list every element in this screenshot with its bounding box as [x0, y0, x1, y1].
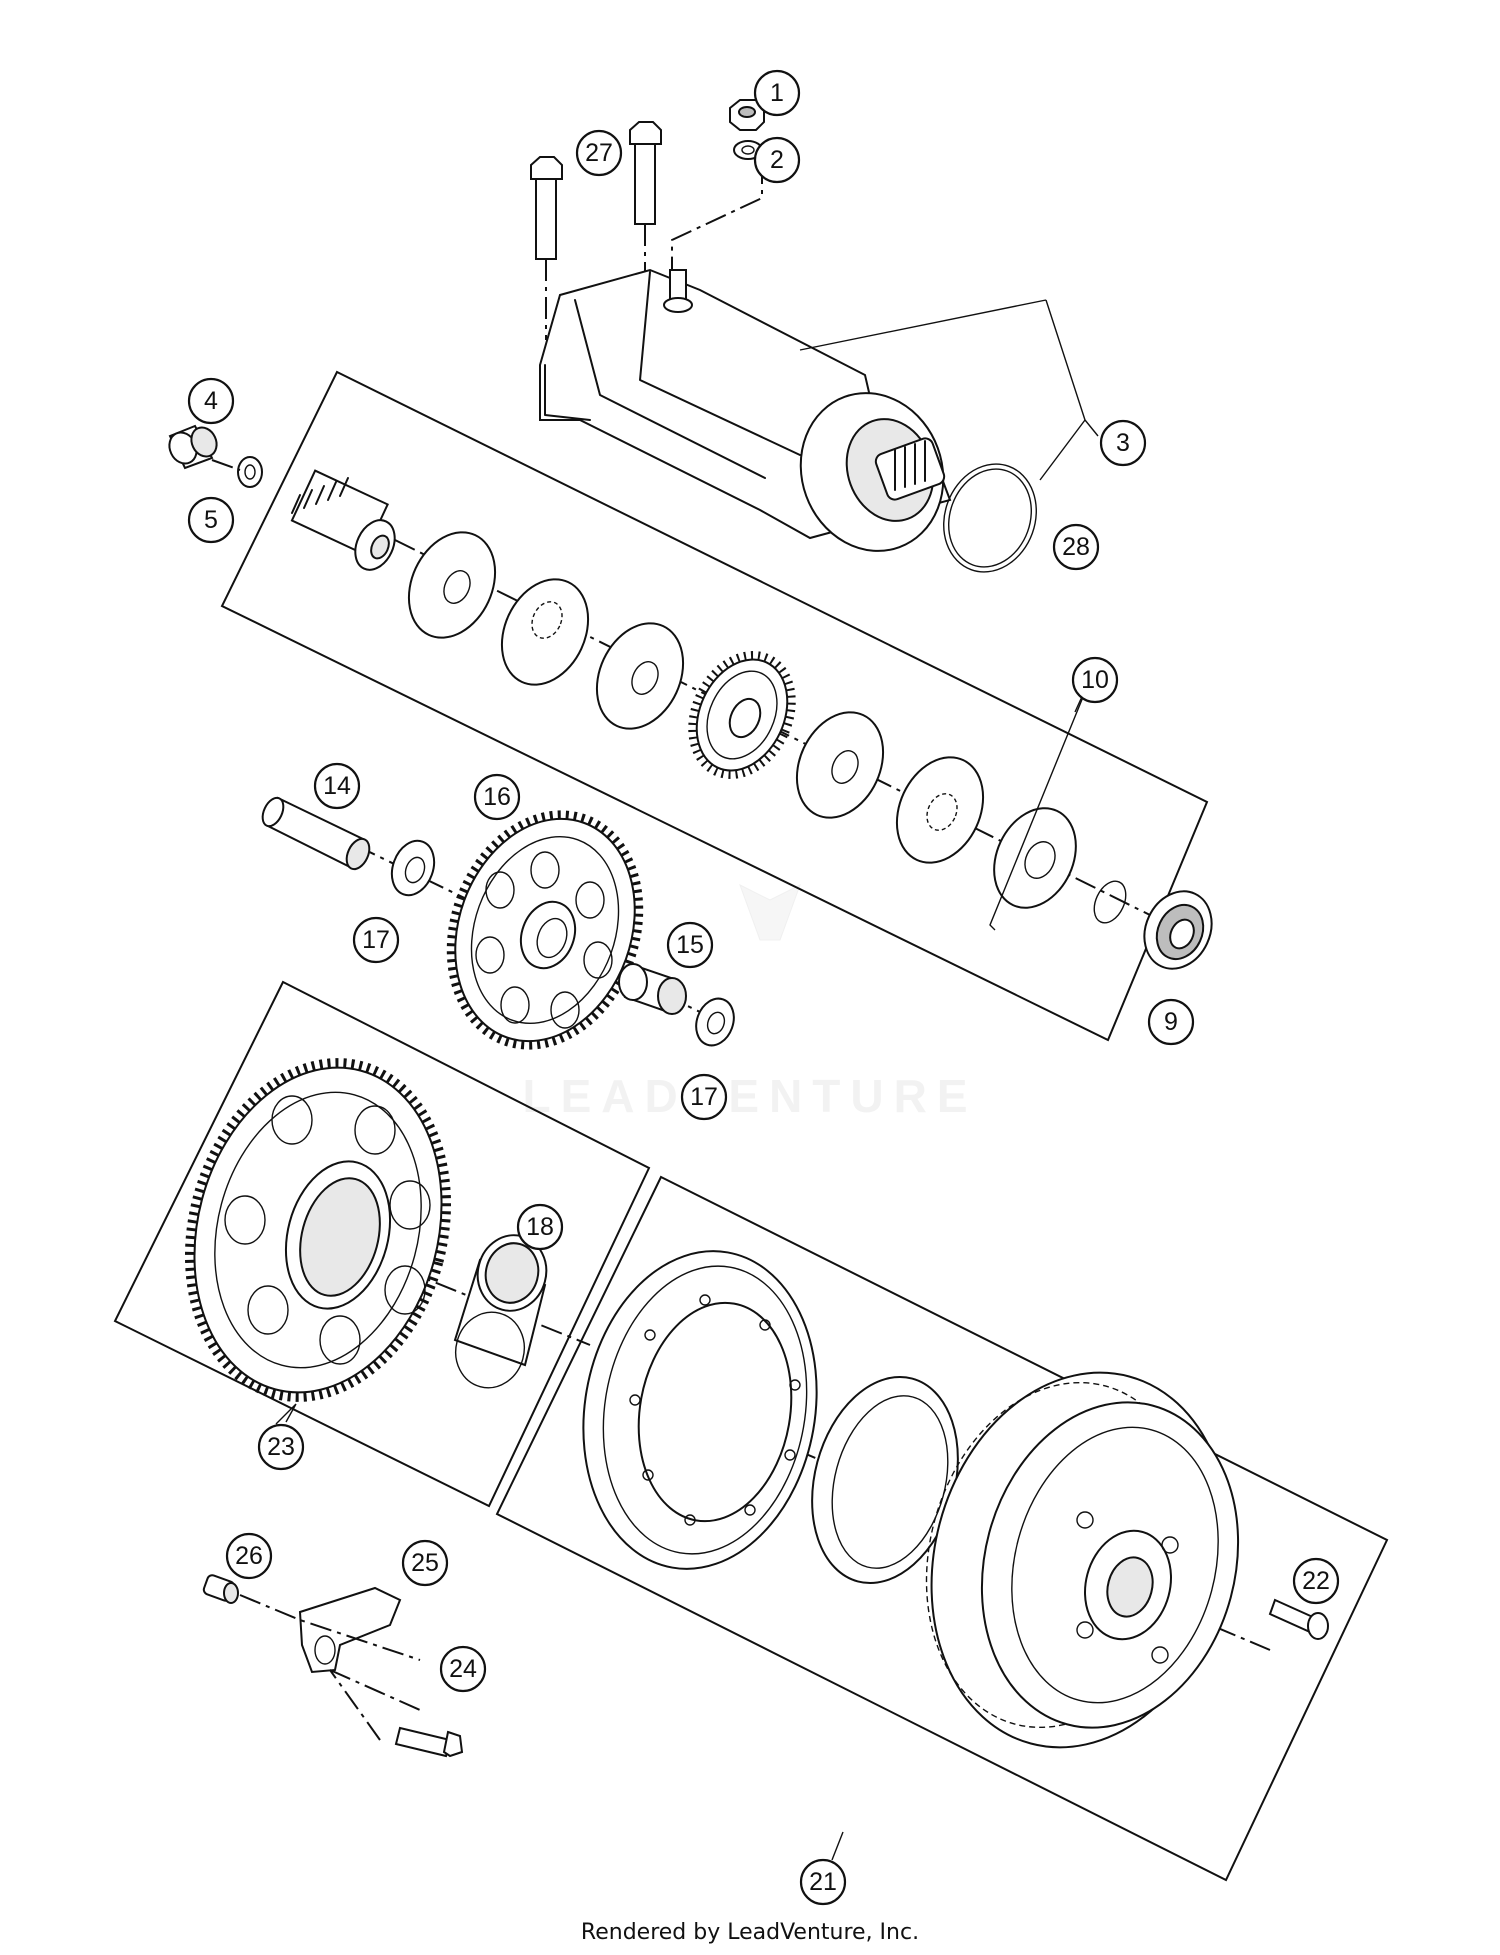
- group-frame-10: [220, 370, 1209, 1042]
- part-26-bushing: [202, 1574, 239, 1604]
- part-23-starter-gear: [184, 1058, 452, 1402]
- callout-3: 3: [1099, 419, 1147, 467]
- group-frame-23: [113, 980, 651, 1508]
- svg-text:5: 5: [204, 506, 218, 534]
- part-14-shaft: [261, 796, 371, 871]
- part-22-bolt: [1268, 1598, 1329, 1640]
- part-21-rotor: [925, 1371, 1240, 1749]
- callout-5: 5: [187, 496, 235, 544]
- svg-text:17: 17: [362, 926, 390, 954]
- callout-16: 16: [473, 773, 521, 821]
- callout-9: 9: [1147, 998, 1195, 1046]
- part-28-o-ring: [943, 463, 1037, 573]
- callout-23: 23: [257, 1423, 305, 1471]
- svg-text:21: 21: [809, 1868, 837, 1896]
- part-5-washer: [237, 456, 263, 488]
- svg-text:10: 10: [1081, 666, 1109, 694]
- svg-text:22: 22: [1302, 1567, 1330, 1595]
- part-16-idler-gear: [446, 810, 644, 1050]
- svg-text:14: 14: [323, 772, 351, 800]
- svg-text:15: 15: [676, 931, 704, 959]
- splined-washer-a: [500, 578, 590, 686]
- callout-2: 2: [753, 136, 801, 184]
- part-27-bolt-left: [530, 156, 563, 260]
- svg-text:27: 27: [585, 139, 613, 167]
- part-27-bolt-right: [629, 121, 662, 225]
- svg-text:3: 3: [1116, 429, 1130, 457]
- svg-text:24: 24: [449, 1655, 477, 1683]
- callout-17-upper: 17: [352, 916, 400, 964]
- svg-text:1: 1: [770, 79, 784, 107]
- watermark-text: LEADVENTURE: [522, 1070, 977, 1122]
- callout-1: 1: [753, 69, 801, 117]
- shim-washer-b: [595, 622, 685, 730]
- shim-washer-d: [993, 807, 1077, 909]
- callout-21: 21: [799, 1858, 847, 1906]
- callout-10: 10: [1071, 656, 1119, 704]
- svg-text:26: 26: [235, 1542, 263, 1570]
- part-15-bushing: [618, 963, 687, 1015]
- part-4-bushing: [168, 424, 218, 470]
- idler-gear-small: [688, 651, 796, 779]
- part-24-bolt: [394, 1726, 464, 1758]
- part-9-bearing: [1143, 890, 1213, 970]
- callout-26: 26: [225, 1532, 273, 1580]
- svg-text:28: 28: [1062, 533, 1090, 561]
- callout-22: 22: [1292, 1557, 1340, 1605]
- callout-15: 15: [666, 921, 714, 969]
- shim-washer-c: [795, 711, 885, 819]
- callout-14: 14: [313, 762, 361, 810]
- shim-washer-a: [407, 531, 497, 639]
- circlip: [1093, 880, 1127, 924]
- callout-27: 27: [575, 129, 623, 177]
- part-3-starter-motor: [539, 268, 952, 552]
- svg-text:9: 9: [1164, 1008, 1178, 1036]
- svg-text:18: 18: [526, 1213, 554, 1241]
- svg-text:16: 16: [483, 783, 511, 811]
- callout-4: 4: [187, 377, 235, 425]
- callout-28: 28: [1052, 523, 1100, 571]
- callout-18: 18: [516, 1203, 564, 1251]
- credit-text: Rendered by LeadVenture, Inc.: [580, 1920, 920, 1945]
- svg-text:17: 17: [690, 1083, 718, 1111]
- watermark-logo: LEADVENTURE: [522, 883, 977, 1122]
- callout-17-lower: 17: [680, 1073, 728, 1121]
- freewheel-housing: [582, 1250, 818, 1570]
- callout-25: 25: [401, 1539, 449, 1587]
- part-17-washer-lower: [695, 997, 735, 1047]
- splined-washer-b: [895, 756, 985, 864]
- svg-text:4: 4: [204, 387, 218, 415]
- pinion-gear: [290, 469, 396, 571]
- part-18-freewheel-bushing: [453, 1234, 548, 1389]
- part-1-nut: [729, 99, 765, 131]
- svg-text:25: 25: [411, 1549, 439, 1577]
- svg-text:23: 23: [267, 1433, 295, 1461]
- svg-text:2: 2: [770, 146, 784, 174]
- part-17-washer-upper: [390, 839, 436, 897]
- callout-24: 24: [439, 1645, 487, 1693]
- part-25-clamp: [298, 1586, 402, 1674]
